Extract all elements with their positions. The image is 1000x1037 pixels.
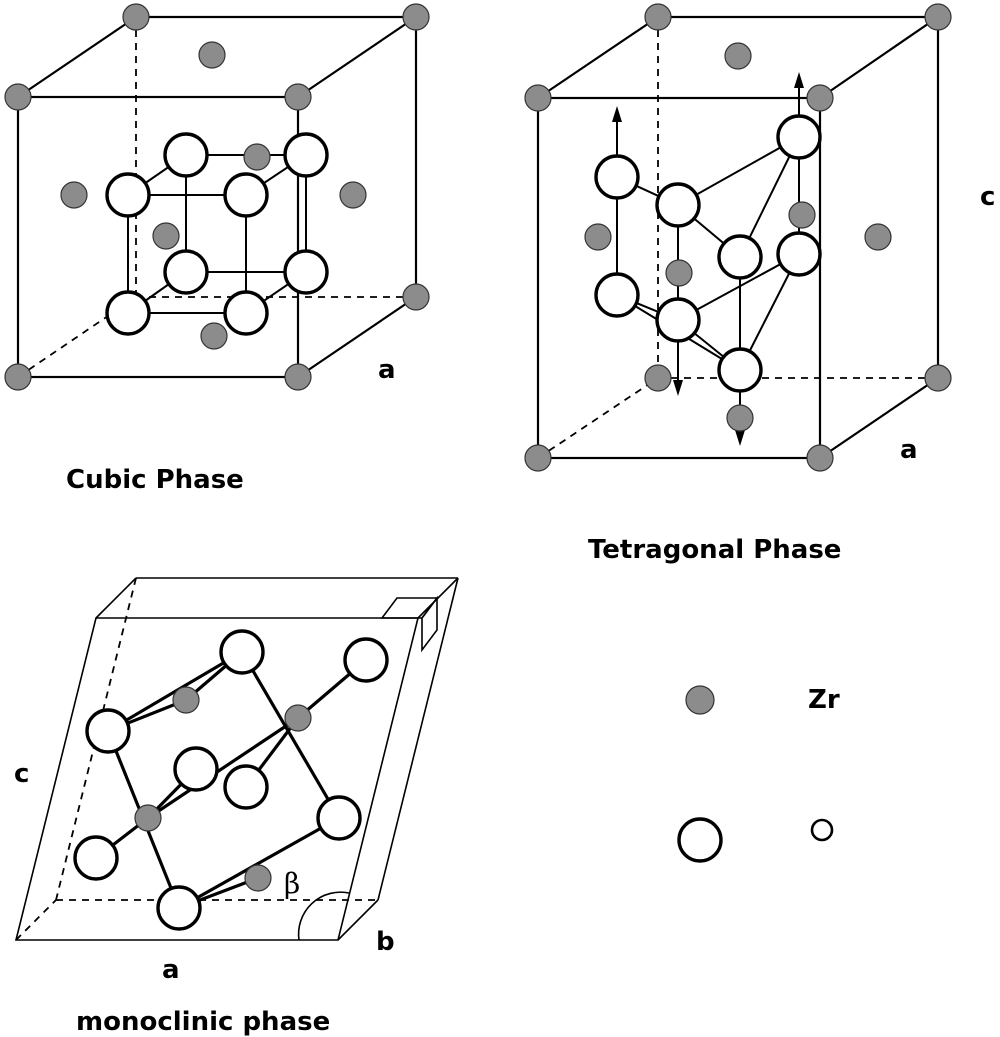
tetragonal-axis-a-label: a [900, 435, 918, 465]
o-atom [343, 637, 389, 683]
cubic-zr-atoms [4, 3, 430, 391]
monoclinic-cell-edges [14, 577, 459, 941]
tetragonal-cell-edges [536, 15, 940, 460]
zr-atom [644, 364, 672, 392]
o-atom [156, 885, 202, 931]
o-atom [219, 629, 265, 675]
cubic-phase-caption: Cubic Phase [66, 465, 244, 495]
zr-atom [806, 444, 834, 472]
o-atom [316, 795, 362, 841]
zr-atom [244, 864, 272, 892]
o-atom [73, 835, 119, 881]
zr-atom [864, 223, 892, 251]
o-atom [163, 132, 209, 178]
zr-atom [243, 143, 271, 171]
o-atom [223, 764, 269, 810]
zr-atom [4, 83, 32, 111]
zr-atom [726, 404, 754, 432]
monoclinic-phase-caption: monoclinic phase [76, 1007, 330, 1037]
tetragonal-oxygen-bonds [616, 136, 800, 371]
zr-atom [60, 181, 88, 209]
legend-zr-label: Zr [808, 685, 840, 715]
zr-atom [644, 3, 672, 31]
monoclinic-oxygen-atoms [73, 629, 389, 931]
zr-atom [339, 181, 367, 209]
cubic-cell-edges [16, 15, 418, 379]
monoclinic-zr-atoms [134, 686, 312, 892]
monoclinic-axis-a-label: a [162, 955, 180, 985]
legend-oxygen-marker [677, 817, 723, 863]
zr-atom [284, 83, 312, 111]
o-atom [105, 172, 151, 218]
o-atom [173, 746, 219, 792]
o-atom [283, 249, 329, 295]
zr-atom [172, 686, 200, 714]
o-atom [655, 182, 701, 228]
tetragonal-axis-c-label: c [980, 182, 995, 212]
monoclinic-hidden-edges [15, 577, 378, 941]
o-atom [85, 708, 131, 754]
legend-small-circle-marker [810, 818, 834, 842]
tetragonal-phase-caption: Tetragonal Phase [588, 535, 841, 565]
o-atom [223, 172, 269, 218]
tetragonal-phase-cell: c a Tetragonal Phase [524, 3, 995, 565]
zr-atom [924, 364, 952, 392]
zr-atom [402, 3, 430, 31]
zr-atom [198, 41, 226, 69]
zr-atom [134, 804, 162, 832]
legend: Zr [677, 685, 840, 863]
beta-angle-arc [297, 891, 350, 941]
tetragonal-oxygen-atoms [594, 114, 822, 393]
zr-atom [284, 363, 312, 391]
zr-atom [122, 3, 150, 31]
o-atom [105, 290, 151, 336]
cubic-oxygen-atoms [105, 132, 329, 336]
zr-atom [584, 223, 612, 251]
o-atom [717, 347, 763, 393]
o-atom [776, 114, 822, 160]
zr-atom [524, 444, 552, 472]
zr-atom [152, 222, 180, 250]
monoclinic-beta-label: β [284, 867, 300, 900]
o-atom [223, 290, 269, 336]
legend-zr-marker [685, 685, 715, 715]
zr-atom [4, 363, 32, 391]
zr-atom [924, 3, 952, 31]
cubic-axis-a-label: a [378, 355, 396, 385]
cubic-phase-cell: a Cubic Phase [4, 3, 430, 495]
o-atom [776, 231, 822, 277]
zr-atom [200, 322, 228, 350]
zr-atom [524, 84, 552, 112]
zr-atom [724, 42, 752, 70]
monoclinic-phase-cell: c β b a monoclinic phase [14, 577, 459, 1037]
tetragonal-zr-atoms [524, 3, 952, 472]
o-atom [717, 234, 763, 280]
zr-atom [806, 84, 834, 112]
zr-atom [284, 704, 312, 732]
zr-atom [402, 283, 430, 311]
o-atom [594, 154, 640, 200]
o-atom [283, 132, 329, 178]
o-atom [655, 297, 701, 343]
monoclinic-axis-b-label: b [376, 927, 395, 957]
zr-atom [665, 259, 693, 287]
zr-atom [788, 201, 816, 229]
o-atom [594, 272, 640, 318]
o-atom [163, 249, 209, 295]
monoclinic-axis-c-label: c [14, 759, 29, 789]
